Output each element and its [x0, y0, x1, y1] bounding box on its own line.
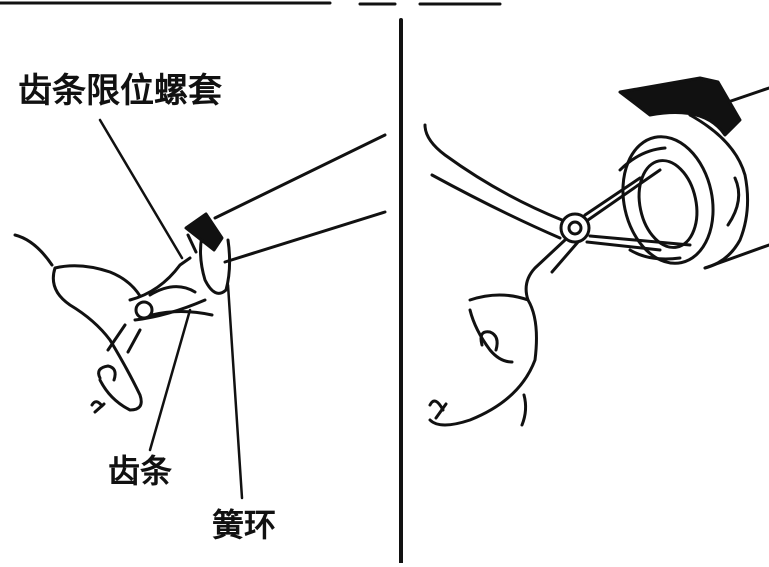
pliers-expanding-circlip-icon: [423, 76, 769, 427]
pliers-pivot: [559, 212, 591, 244]
housing-bore: [621, 135, 715, 265]
header-fragment: [0, 1, 502, 6]
leader-rack: [148, 308, 192, 452]
housing-tube: [213, 133, 387, 264]
arrow-block: [184, 212, 224, 252]
pliers-removing-circlip-icon: [13, 118, 387, 500]
label-rack-limit-nut: 齿条限位螺套: [18, 71, 222, 111]
label-circlip: 簧环: [212, 506, 277, 544]
leader-rack-limit-nut: [98, 118, 184, 260]
rotation-arrow: [618, 76, 742, 137]
label-rack: 齿条: [108, 452, 173, 490]
leader-circlip: [226, 283, 244, 500]
